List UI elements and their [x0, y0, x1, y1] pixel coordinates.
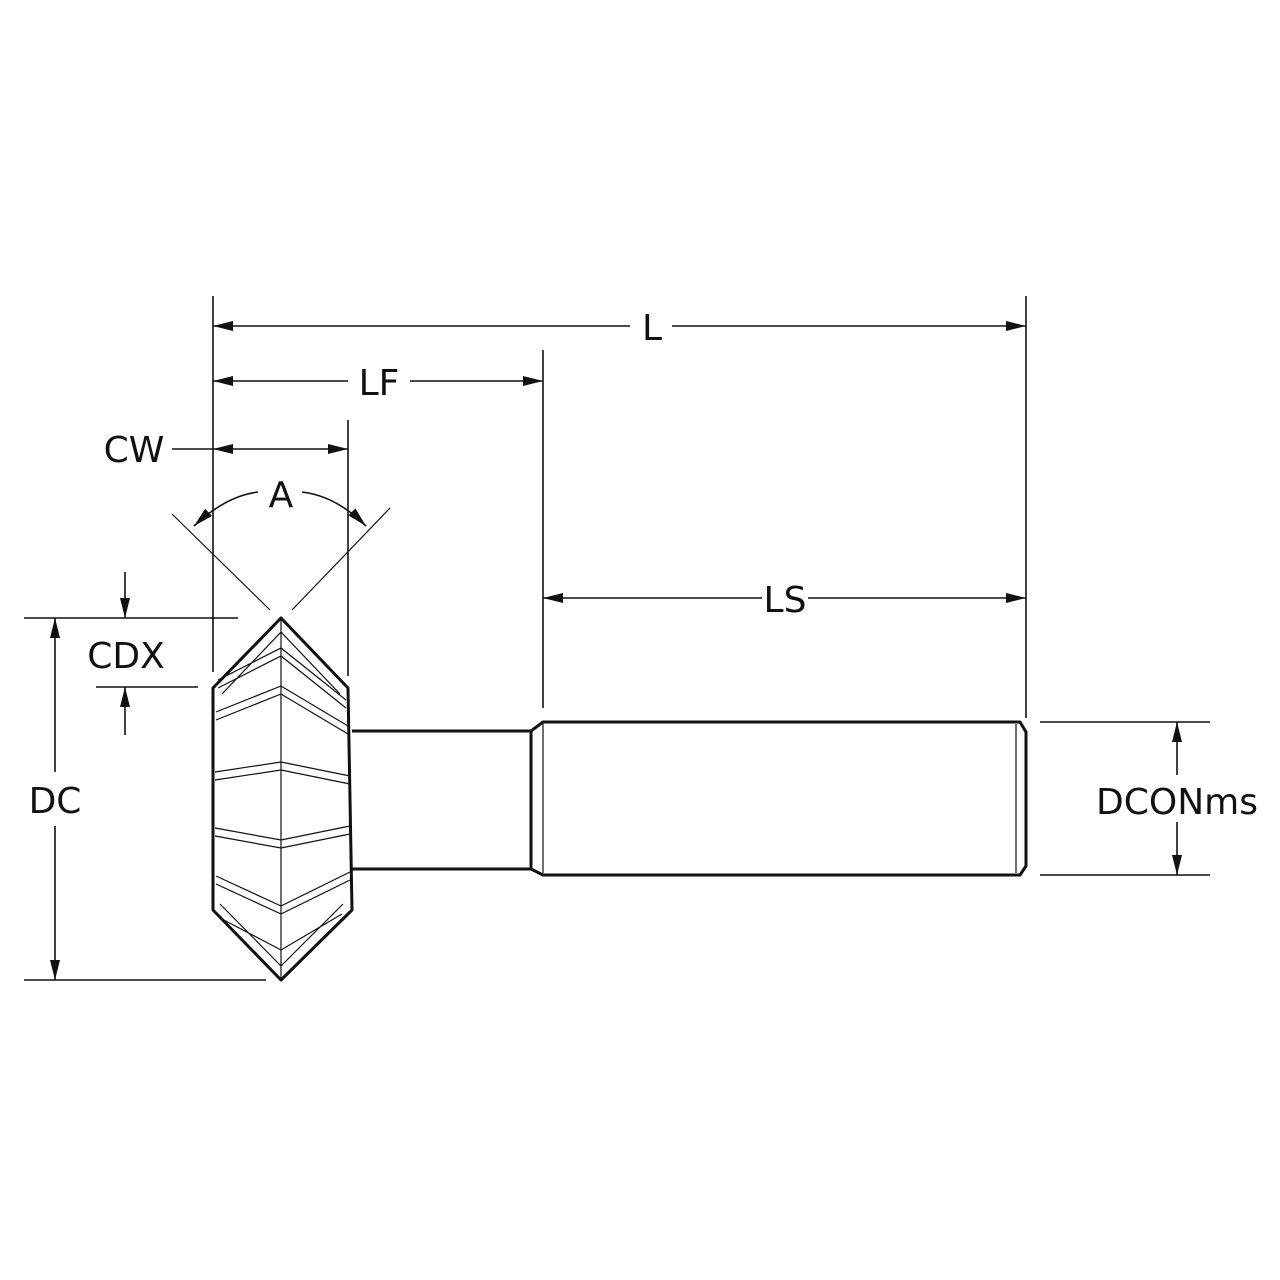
label-lf: LF [359, 363, 400, 404]
label-dc: DC [29, 781, 82, 822]
extension-lines [24, 296, 1210, 981]
dimension-cw: CW [104, 430, 348, 471]
label-cdx: CDX [87, 636, 165, 677]
dimension-lf: LF [213, 363, 543, 404]
dimension-ls: LS [543, 580, 1026, 621]
label-dconms: DCONms [1096, 782, 1258, 823]
dimension-cdx: CDX [87, 572, 165, 735]
tool-shank [529, 720, 1028, 877]
label-cw: CW [104, 430, 165, 471]
label-ls: LS [764, 580, 807, 621]
dimension-dconms: DCONms [1096, 722, 1258, 875]
dimension-l: L [213, 308, 1026, 349]
tool-neck [352, 729, 531, 871]
dimension-dc: DC [29, 618, 82, 980]
label-l: L [642, 308, 662, 349]
label-a: A [269, 475, 294, 516]
cutter-head [211, 616, 354, 982]
dimension-angle-a: A [171, 475, 391, 611]
